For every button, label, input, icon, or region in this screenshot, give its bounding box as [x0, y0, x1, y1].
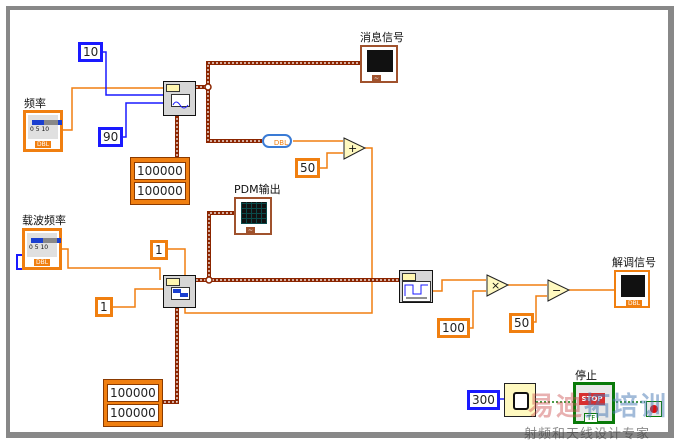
wire-pwm-to-mul [432, 279, 486, 292]
constant-300[interactable]: 300 [467, 390, 500, 410]
wire-junction [204, 83, 212, 91]
constant-1-top[interactable]: 1 [150, 240, 168, 260]
wire-frequency [62, 87, 163, 131]
wire-sine-out [196, 61, 360, 89]
carrier-frequency-control[interactable]: 0 5 10 DBL [22, 228, 62, 270]
constant-10[interactable]: 10 [78, 42, 104, 62]
convert-dbl-node[interactable]: DBL [262, 134, 292, 148]
sine-waveform-generator[interactable] [163, 81, 196, 116]
add-symbol: + [348, 142, 357, 155]
wave-tag-icon: ~ [246, 227, 256, 234]
stop-button-label: STOP [579, 393, 605, 405]
square-array-constant[interactable]: 100000 100000 [103, 379, 163, 427]
pulse-measurement-node[interactable] [399, 270, 433, 303]
constant-50-sub[interactable]: 50 [509, 313, 535, 333]
sine-array-constant[interactable]: 100000 100000 [130, 157, 190, 205]
wait-ms-node[interactable] [504, 383, 536, 417]
wire-50-to-add [318, 152, 343, 169]
array-element[interactable]: 100000 [134, 162, 186, 180]
waveform-graph-icon [367, 50, 393, 72]
wire-1-top [163, 248, 186, 278]
wire-90 [120, 102, 163, 138]
multiply-symbol: × [491, 279, 500, 292]
slider-icon: 0 5 10 [28, 115, 62, 139]
demod-signal-indicator[interactable]: DBL [614, 270, 650, 308]
waveform-chart-icon [621, 275, 645, 297]
square-waveform-generator[interactable] [163, 275, 196, 308]
slider-icon: 0 5 10 [27, 233, 61, 257]
label-frequency: 频率 [24, 97, 46, 110]
constant-90[interactable]: 90 [98, 127, 124, 147]
type-tag: DBL [626, 300, 643, 307]
label-pdm-output: PDM输出 [234, 183, 281, 196]
sine-wave-icon [171, 94, 190, 109]
type-tag: TF [584, 413, 599, 423]
block-diagram-frame [6, 6, 674, 438]
constant-1-left[interactable]: 1 [95, 297, 113, 317]
subtract-node[interactable]: − [547, 279, 571, 303]
waveform-header-icon [166, 84, 180, 92]
wire-add-out [184, 147, 373, 314]
pdm-output-indicator[interactable]: ~ [234, 197, 272, 235]
wave-tag-icon: ~ [372, 75, 382, 82]
watermark-red-text: 易迪 [528, 392, 585, 422]
constant-50-add[interactable]: 50 [295, 158, 321, 178]
wire-junction [205, 276, 213, 284]
watermark-blue-text: 拓培训 [584, 392, 669, 422]
array-element[interactable]: 100000 [107, 384, 159, 402]
watch-icon [513, 392, 529, 410]
type-tag: DBL [34, 140, 53, 149]
stop-button-control[interactable]: STOP TF [573, 382, 615, 424]
label-demod-signal: 解调信号 [612, 256, 656, 269]
waveform-header-icon [166, 278, 180, 286]
label-carrier-frequency: 载波频率 [22, 214, 66, 227]
constant-100[interactable]: 100 [437, 318, 470, 338]
multiply-node[interactable]: × [486, 274, 510, 298]
frequency-control[interactable]: 0 5 10 DBL [23, 110, 63, 152]
array-element[interactable]: 100000 [107, 404, 159, 422]
type-tag: DBL [33, 258, 52, 267]
wire-1-left [110, 288, 163, 308]
array-element[interactable]: 100000 [134, 182, 186, 200]
stop-if-true-icon [650, 405, 658, 413]
square-wave-icon [171, 287, 190, 300]
wire-carrier-freq [60, 248, 161, 280]
waveform-header-icon [402, 273, 416, 281]
watermark-logo: 易迪拓培训 [528, 386, 668, 423]
loop-condition-terminal[interactable] [646, 401, 662, 417]
message-signal-indicator[interactable]: ~ [360, 45, 398, 83]
label-stop: 停止 [575, 369, 597, 382]
waveform-graph-icon [241, 202, 267, 224]
subtract-symbol: − [552, 284, 561, 297]
pulse-measure-icon [402, 281, 431, 302]
watermark-slogan: 射频和天线设计专家 [524, 427, 651, 442]
label-message-signal: 消息信号 [360, 31, 404, 44]
add-node[interactable]: + [343, 137, 367, 161]
